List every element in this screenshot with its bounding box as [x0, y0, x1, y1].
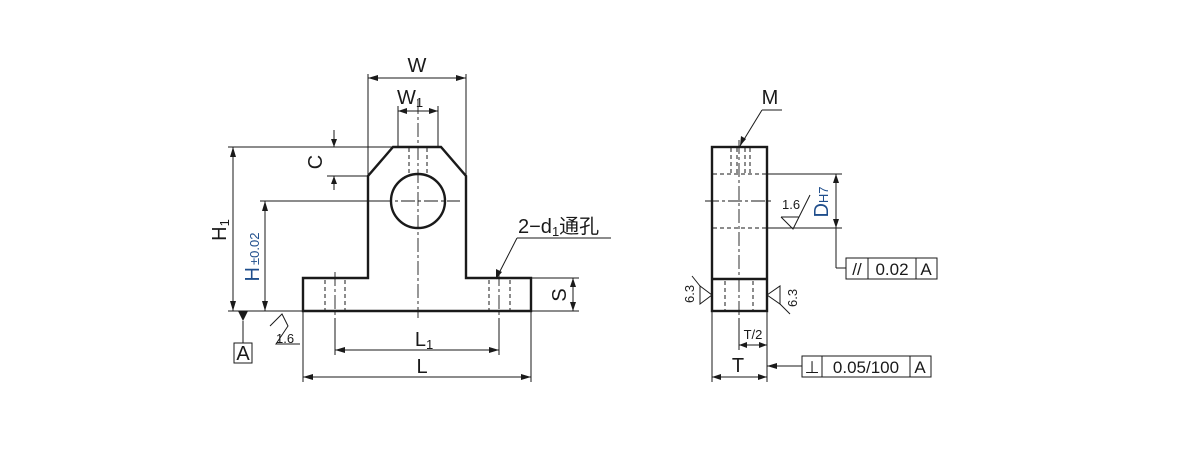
label-D: DH7: [811, 186, 833, 217]
label-roughness-right: 6.3: [785, 289, 800, 307]
datum-A-front: A: [233, 311, 253, 365]
label-roughness-base: 1.6: [276, 331, 294, 346]
label-H1-main: H: [209, 226, 231, 240]
dimension-S: S: [531, 277, 579, 312]
dimension-T: T: [711, 311, 768, 382]
label-H1: H1: [209, 219, 232, 241]
label-hole-callout-main: 2−d: [518, 216, 552, 238]
label-perp-value: 0.05/100: [833, 358, 899, 377]
label-H-tolerance: ±0.02: [247, 233, 262, 265]
roughness-right-symbol: 6.3: [766, 285, 800, 315]
label-perp-datum: A: [914, 358, 926, 377]
label-hole-callout-tail: 通孔: [559, 215, 599, 238]
side-view-outline: [710, 145, 769, 313]
dimension-C: C: [305, 130, 393, 190]
label-H1-sub: 1: [217, 219, 232, 226]
roughness-base-symbol: 1.6: [269, 313, 300, 346]
label-L1-main: L: [415, 329, 426, 351]
dimension-H1: H1: [209, 146, 393, 311]
parallelism-frame: // 0.02 A: [835, 228, 938, 280]
label-L1-sub: 1: [426, 337, 433, 352]
perpendicularity-frame: ⊥ 0.05/100 A: [767, 355, 932, 378]
label-T-half: T/2: [744, 327, 763, 342]
label-H-main: H: [242, 267, 264, 281]
label-parallel-symbol: //: [852, 260, 862, 279]
label-datum-A: A: [236, 343, 250, 365]
label-W1-sub: 1: [416, 95, 423, 110]
callout-M: M: [739, 87, 782, 147]
label-roughness-left: 6.3: [682, 285, 697, 303]
label-D-tolerance: H7: [816, 186, 831, 203]
side-view: M DH7 1.6 6.3 6.3: [682, 87, 938, 382]
dimension-D: DH7: [767, 173, 842, 229]
label-C: C: [305, 155, 327, 169]
hole-callout: 2−d1通孔: [495, 215, 611, 280]
roughness-left-symbol: 6.3: [682, 275, 713, 305]
dimension-L1: L1: [334, 318, 500, 355]
label-parallel-value: 0.02: [875, 260, 908, 279]
dimension-L: L: [302, 311, 532, 382]
label-hole-callout-sub: 1: [552, 224, 559, 239]
label-S: S: [549, 288, 571, 301]
label-D-main: D: [811, 203, 833, 217]
front-view: W W1 C H1: [209, 55, 611, 382]
label-M: M: [762, 87, 779, 109]
dimension-H: H ±0.02: [242, 200, 391, 311]
label-W1: W1: [397, 87, 423, 110]
label-T: T: [732, 355, 744, 377]
label-H: H ±0.02: [242, 233, 264, 282]
label-W1-main: W: [397, 87, 416, 109]
dimension-T-half: T/2: [738, 318, 767, 350]
label-parallel-datum: A: [920, 260, 932, 279]
dimension-W1: W1: [397, 87, 439, 147]
label-perp-symbol: ⊥: [805, 358, 820, 377]
dimension-W: W: [367, 55, 467, 176]
label-hole-callout: 2−d1通孔: [518, 215, 599, 239]
label-L: L: [416, 356, 427, 378]
label-L1: L1: [415, 329, 433, 352]
label-roughness-bore: 1.6: [782, 197, 800, 212]
label-W: W: [408, 55, 427, 77]
roughness-bore-symbol: 1.6: [780, 194, 811, 230]
